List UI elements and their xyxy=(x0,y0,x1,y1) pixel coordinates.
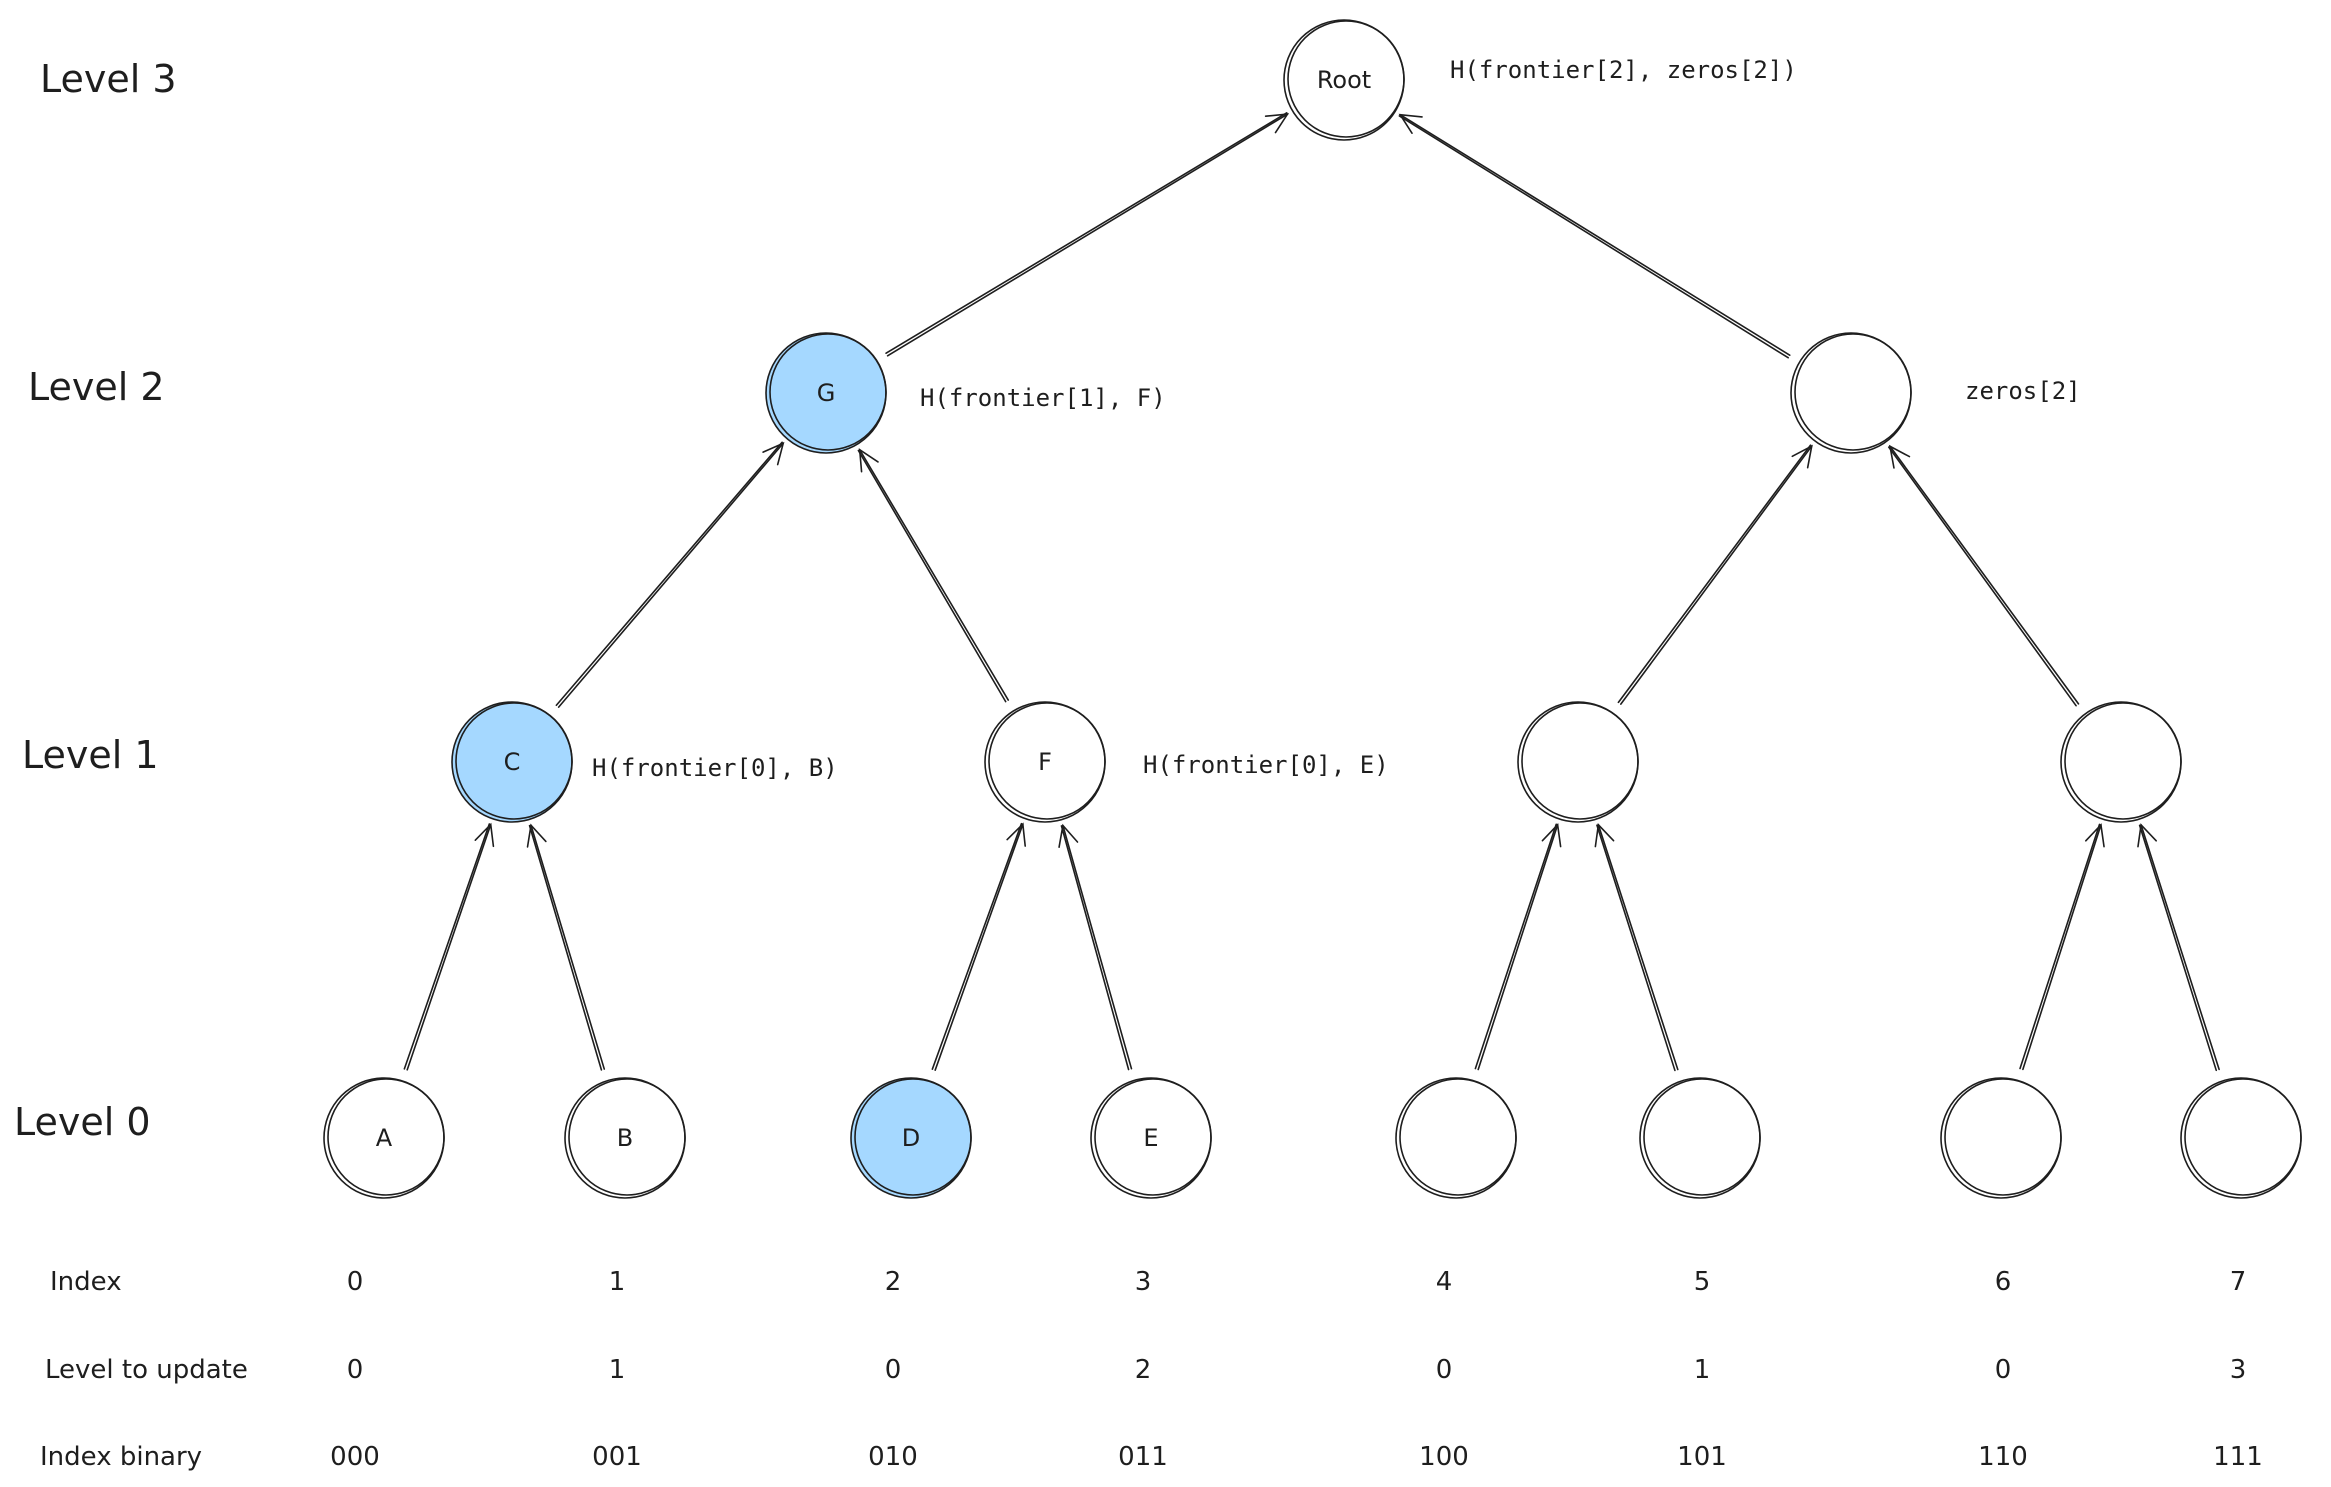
arrowhead xyxy=(858,448,879,473)
node-root: Root H(frontier[2], zeros[2]) xyxy=(1283,19,1797,141)
node-label: F xyxy=(1038,748,1052,776)
arrowhead xyxy=(762,441,785,466)
node-f: F H(frontier[0], E) xyxy=(984,701,1389,823)
level-label: Level 3 xyxy=(40,57,177,101)
table-cell: 101 xyxy=(1677,1442,1727,1472)
nodes-layer: Root H(frontier[2], zeros[2]) G H(frontier[… xyxy=(323,19,2302,1199)
arrowhead xyxy=(2137,823,2158,848)
table-cell: 0 xyxy=(347,1267,364,1297)
edge-g-to-root xyxy=(885,112,1290,357)
arrowhead xyxy=(1791,444,1813,469)
node-b: B xyxy=(564,1077,686,1199)
table-cell: 100 xyxy=(1419,1442,1469,1472)
level-label: Level 2 xyxy=(28,365,165,409)
node-l1c xyxy=(1517,701,1639,823)
arrowhead xyxy=(1264,113,1290,134)
table-cell: 3 xyxy=(2230,1355,2247,1385)
table-cell: 3 xyxy=(1135,1267,1152,1297)
node-label: D xyxy=(902,1124,920,1152)
edge-e-to-f xyxy=(1058,823,1133,1071)
table-cell: 6 xyxy=(1995,1267,2012,1297)
edge-l0f-to-l1c xyxy=(1594,823,1679,1072)
level-labels: Level 0 Level 1 Level 2 Level 3 xyxy=(14,57,177,1144)
edge-l0g-to-l1d xyxy=(2019,823,2105,1071)
table-row: Index 0 1 2 3 4 5 6 7 xyxy=(50,1267,2246,1297)
arrowhead xyxy=(474,822,495,848)
hash-annotation: zeros[2] xyxy=(1965,377,2081,405)
node-l0g xyxy=(1940,1077,2062,1199)
hash-annotation: H(frontier[2], zeros[2]) xyxy=(1450,56,1797,84)
table-cell: 010 xyxy=(868,1442,918,1472)
edges-layer xyxy=(403,112,2220,1072)
arrowhead xyxy=(1541,823,1562,848)
table-cell: 1 xyxy=(1694,1355,1711,1385)
table-cell: 2 xyxy=(885,1267,902,1297)
node-l1d xyxy=(2060,701,2182,823)
table-cell: 7 xyxy=(2230,1267,2247,1297)
edge-a-to-c xyxy=(403,822,495,1071)
node-a: A xyxy=(323,1077,445,1199)
node-c: C H(frontier[0], B) xyxy=(451,701,838,823)
edge-c-to-g xyxy=(555,441,785,708)
arrowhead xyxy=(1006,822,1027,847)
table-cell: 0 xyxy=(347,1355,364,1385)
level-label: Level 0 xyxy=(14,1100,151,1144)
node-label: C xyxy=(504,748,521,776)
table-cell: 2 xyxy=(1135,1355,1152,1385)
table-cell: 110 xyxy=(1978,1442,2028,1472)
edge-l0e-to-l1c xyxy=(1474,823,1562,1071)
node-label: A xyxy=(376,1124,393,1152)
node-l0f xyxy=(1639,1077,1761,1199)
edge-l1c-to-l2r xyxy=(1617,444,1813,705)
edge-d-to-f xyxy=(931,822,1027,1071)
table-row: Index binary 000 001 010 011 100 101 110 111 xyxy=(40,1442,2263,1472)
arrowhead xyxy=(1594,823,1615,848)
arrowhead xyxy=(526,823,547,848)
arrowhead xyxy=(1058,823,1079,848)
edge-l2r-to-root xyxy=(1398,113,1791,359)
node-label: E xyxy=(1143,1124,1158,1152)
edge-l1d-to-l2r xyxy=(1887,444,2080,707)
table-cell: 011 xyxy=(1118,1442,1168,1472)
node-e: E xyxy=(1090,1077,1212,1199)
row-label: Index xyxy=(50,1267,122,1297)
table-cell: 1 xyxy=(609,1267,626,1297)
table-cell: 0 xyxy=(1436,1355,1453,1385)
node-g: G H(frontier[1], F) xyxy=(765,332,1166,454)
node-label: Root xyxy=(1317,66,1371,94)
node-l2r: zeros[2] xyxy=(1790,332,2081,454)
node-l0h xyxy=(2180,1077,2302,1199)
table-cell: 111 xyxy=(2213,1442,2263,1472)
row-label: Index binary xyxy=(40,1442,202,1472)
table-cell: 0 xyxy=(1995,1355,2012,1385)
edge-f-to-g xyxy=(857,448,1010,703)
table-cell: 001 xyxy=(592,1442,642,1472)
level-label: Level 1 xyxy=(22,733,159,777)
node-label: G xyxy=(817,379,836,407)
table-cell: 4 xyxy=(1436,1267,1453,1297)
row-label: Level to update xyxy=(45,1355,248,1385)
table-cell: 5 xyxy=(1694,1267,1711,1297)
hash-annotation: H(frontier[0], E) xyxy=(1143,751,1389,779)
arrowhead xyxy=(1888,444,1911,469)
arrowhead xyxy=(1398,113,1423,135)
table-cell: 1 xyxy=(609,1355,626,1385)
node-d: D xyxy=(850,1077,972,1199)
arrowhead xyxy=(2084,823,2105,848)
hash-annotation: H(frontier[1], F) xyxy=(920,384,1166,412)
hash-annotation: H(frontier[0], B) xyxy=(592,754,838,782)
table-cell: 000 xyxy=(330,1442,380,1472)
node-label: B xyxy=(617,1124,633,1152)
table-cell: 0 xyxy=(885,1355,902,1385)
edge-b-to-c xyxy=(526,823,606,1071)
edge-l0h-to-l1d xyxy=(2137,823,2220,1072)
node-l0e xyxy=(1395,1077,1517,1199)
table-row: Level to update 0 1 0 2 0 1 0 3 xyxy=(45,1355,2246,1385)
